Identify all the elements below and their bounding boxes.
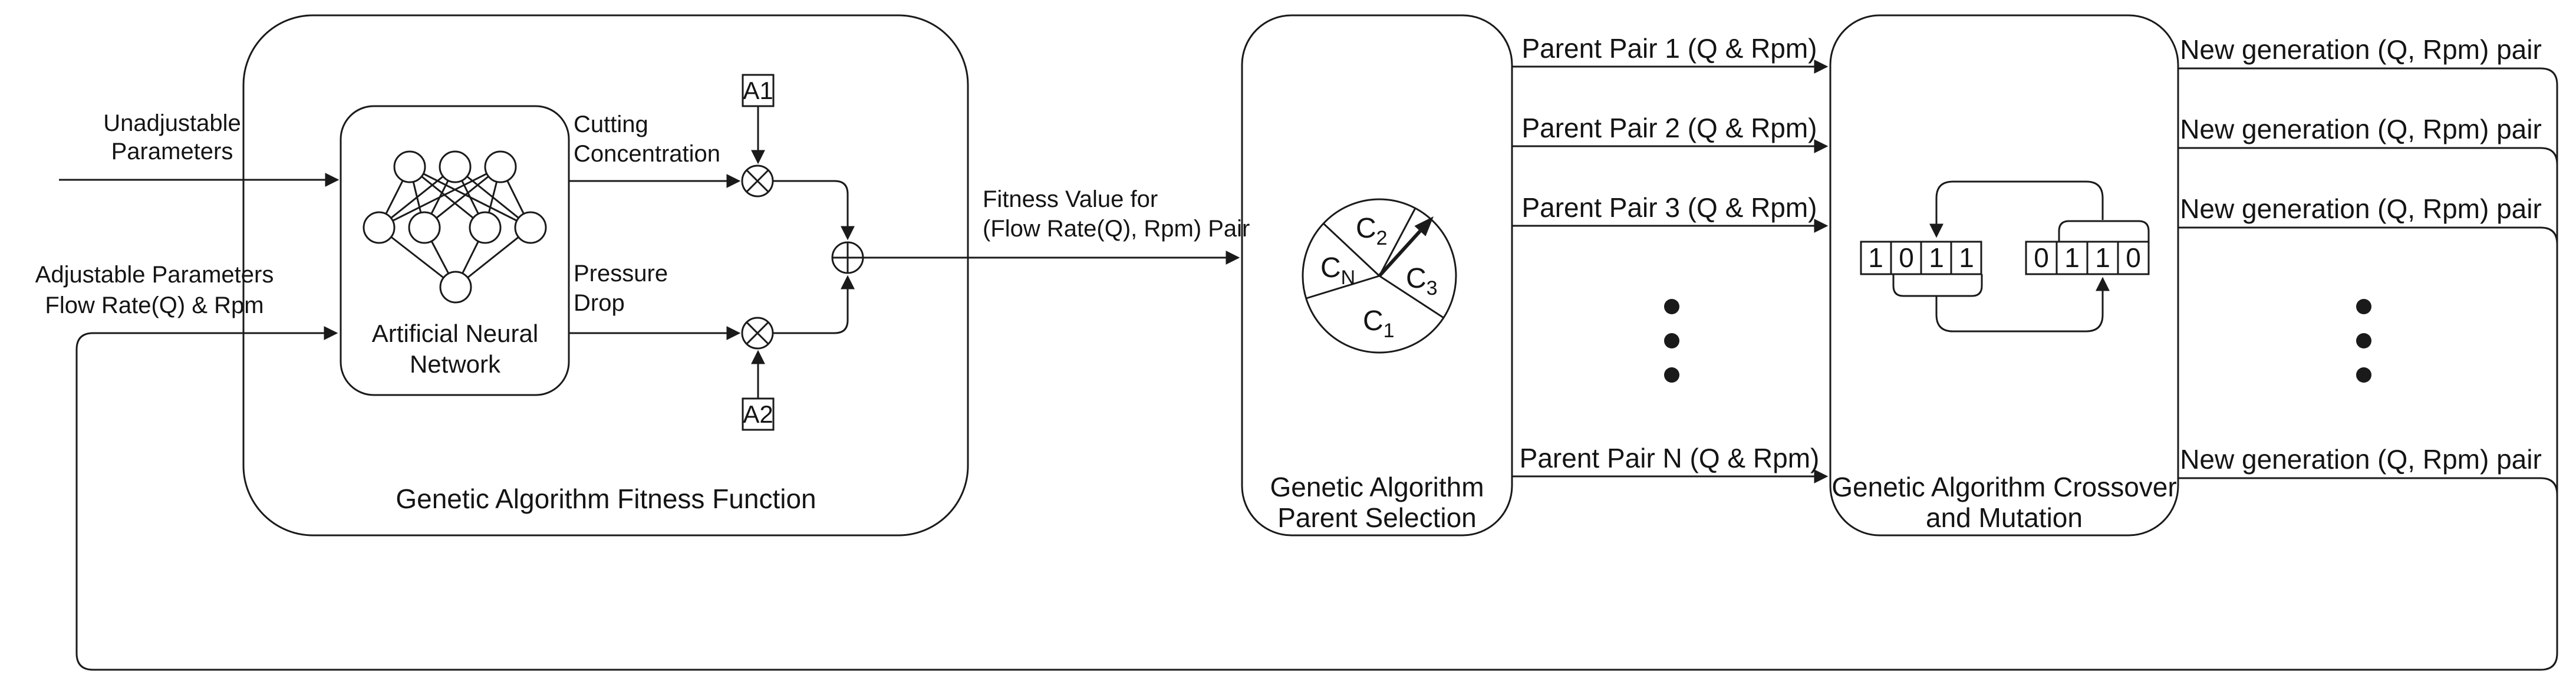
crossover-top-arc-arrow — [1929, 180, 2104, 238]
cutting-concentration-label-line1: Cutting — [574, 111, 648, 137]
multiplier-top-to-sum — [773, 180, 855, 241]
adjustable-params-label-line1: Adjustable Parameters — [35, 262, 274, 288]
sum-junction-icon — [831, 241, 864, 274]
multiply-junction-icon — [741, 164, 774, 198]
pressure-drop-label-line1: Pressure — [574, 261, 668, 287]
selection-box-title-line1: Genetic Algorithm — [1270, 472, 1484, 502]
weight-a1-label: A1 — [743, 77, 773, 104]
ann-title-line1: Artificial Neural — [372, 320, 538, 347]
bit-value: 1 — [2095, 242, 2110, 273]
ann-title-line2: Network — [410, 350, 501, 378]
wheel-spinner-arrowhead — [1414, 216, 1434, 236]
wheel-spinner-arrow — [1378, 229, 1422, 278]
parent-pair-label-1: Parent Pair 1 (Q & Rpm) — [1521, 33, 1817, 64]
new-generation-label-1: New generation (Q, Rpm) pair — [2180, 34, 2542, 65]
nn-node — [439, 271, 472, 304]
sector-sub: 2 — [1376, 227, 1388, 249]
nn-node — [439, 150, 472, 183]
parent-b-bit-string: 0 1 1 0 — [2025, 241, 2150, 275]
neural-network-icon — [363, 150, 547, 304]
feedback-loop-line — [75, 85, 2558, 671]
crossover-bracket-over-parent-b — [2058, 220, 2150, 242]
nn-edges — [378, 166, 532, 288]
fitness-box-title: Genetic Algorithm Fitness Function — [396, 483, 816, 514]
nn-node — [469, 211, 502, 244]
new-generation-line-2 — [2178, 147, 2558, 165]
roulette-wheel-icon — [1302, 198, 1457, 354]
crossover-bracket-under-parent-a — [1892, 274, 1983, 297]
wheel-sector-label-c3: C3 — [1406, 263, 1438, 299]
bit-value: 1 — [2064, 242, 2080, 273]
new-generation-label-4: New generation (Q, Rpm) pair — [2180, 444, 2542, 475]
fitness-value-label-line2: (Flow Rate(Q), Rpm) Pair — [983, 216, 1250, 242]
parent-a-bit-string: 1 0 1 1 — [1860, 241, 1982, 275]
sector-sub: N — [1341, 266, 1356, 289]
crossover-mutation-box — [1829, 14, 2179, 537]
bit-value: 1 — [1929, 242, 1944, 273]
new-generation-label-2: New generation (Q, Rpm) pair — [2180, 114, 2542, 144]
wheel-sector-label-cn: CN — [1320, 252, 1355, 289]
unadjustable-params-label-line2: Parameters — [111, 139, 233, 164]
bit-value: 0 — [2126, 242, 2141, 273]
weight-a2-label: A2 — [743, 400, 773, 428]
sector-base: C — [1356, 213, 1376, 244]
pressure-drop-label-line2: Drop — [574, 290, 625, 316]
weight-a2-box — [742, 397, 775, 431]
sector-base: C — [1406, 263, 1427, 294]
sector-base: C — [1363, 305, 1383, 337]
new-generation-line-4 — [2178, 477, 2558, 495]
new-generation-ellipsis-icon — [2356, 299, 2371, 383]
sector-sub: 1 — [1383, 320, 1395, 342]
cutting-concentration-label-line2: Concentration — [574, 141, 720, 167]
new-generation-line-1 — [2178, 67, 2558, 85]
adjustable-params-label-line2: Flow Rate(Q) & Rpm — [45, 292, 263, 318]
parent-pair-label-2: Parent Pair 2 (Q & Rpm) — [1521, 113, 1817, 143]
crossover-box-title-line2: and Mutation — [1926, 502, 2083, 533]
sector-base: C — [1320, 252, 1341, 284]
nn-node — [393, 150, 426, 183]
multiplier-bottom-to-sum — [773, 275, 855, 334]
bit-value: 0 — [1899, 242, 1914, 273]
selection-box-title-line2: Parent Selection — [1277, 502, 1477, 533]
parent-pair-label-3: Parent Pair 3 (Q & Rpm) — [1521, 192, 1817, 223]
multiply-junction-icon — [741, 317, 774, 350]
nn-node — [514, 211, 547, 244]
bit-value: 1 — [1959, 242, 1974, 273]
bit-value: 1 — [1868, 242, 1883, 273]
nn-node — [484, 150, 517, 183]
nn-node — [363, 211, 396, 244]
sector-sub: 3 — [1427, 277, 1438, 299]
wheel-sector-label-c1: C1 — [1363, 305, 1395, 342]
parent-pairs-ellipsis-icon — [1664, 299, 1679, 383]
crossover-box-title-line1: Genetic Algorithm Crossover — [1831, 472, 2176, 502]
nn-node — [408, 211, 441, 244]
wheel-sector-label-c2: C2 — [1356, 213, 1388, 249]
new-generation-line-3 — [2178, 226, 2558, 245]
new-generation-label-3: New generation (Q, Rpm) pair — [2180, 193, 2542, 224]
fitness-value-label-line1: Fitness Value for — [983, 186, 1158, 212]
unadjustable-params-label-line1: Unadjustable — [103, 110, 241, 136]
parent-pair-label-n: Parent Pair N (Q & Rpm) — [1520, 443, 1820, 473]
crossover-bottom-arc-arrow — [1935, 277, 2110, 333]
bit-value: 0 — [2034, 242, 2049, 273]
